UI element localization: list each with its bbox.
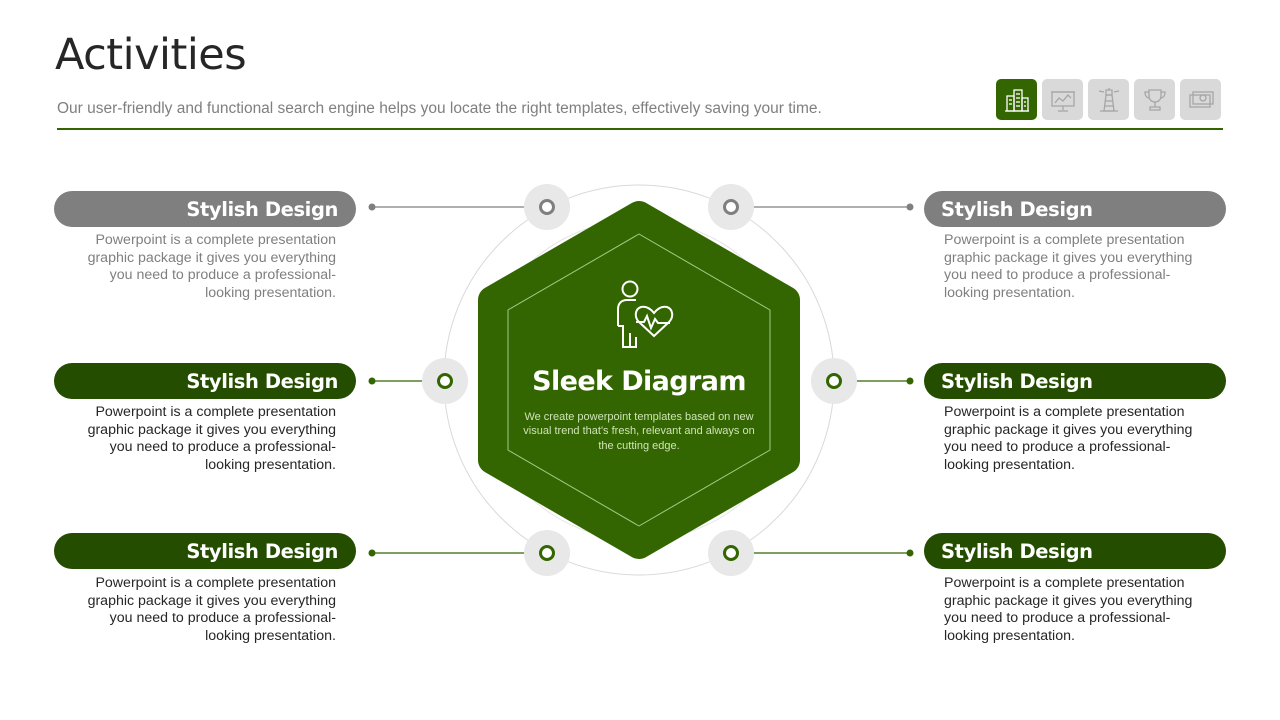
presentation-board-icon-button[interactable] — [1042, 79, 1083, 120]
item-description: Powerpoint is a complete presentation gr… — [944, 404, 1193, 474]
money-icon-button[interactable] — [1180, 79, 1221, 120]
connector-dot — [906, 203, 914, 211]
person-heart-icon — [617, 280, 674, 348]
item-description: Powerpoint is a complete presentation gr… — [87, 404, 336, 474]
item-title-pill: Stylish Design — [54, 533, 356, 569]
trophy-icon — [1143, 88, 1166, 111]
item-title-pill: Stylish Design — [924, 191, 1226, 227]
presentation-board-icon — [1050, 90, 1075, 112]
item-title-pill: Stylish Design — [924, 533, 1226, 569]
building-icon-button[interactable] — [996, 79, 1037, 120]
center-title: Sleek Diagram — [532, 366, 746, 397]
item-description: Powerpoint is a complete presentation gr… — [944, 575, 1193, 645]
center-hexagon-inner-border — [507, 233, 771, 527]
page-subtitle: Our user-friendly and functional search … — [57, 100, 822, 117]
item-title-pill: Stylish Design — [54, 363, 356, 399]
item-description: Powerpoint is a complete presentation gr… — [87, 575, 336, 645]
lighthouse-icon — [1098, 87, 1119, 112]
building-icon — [1004, 88, 1029, 112]
connector-dot — [368, 377, 376, 385]
node-marker — [524, 184, 570, 230]
connector-dot — [906, 549, 914, 557]
money-icon — [1188, 90, 1214, 108]
center-description: We create powerpoint templates based on … — [523, 411, 755, 452]
node-marker — [422, 358, 468, 404]
connector-dot — [368, 203, 376, 211]
item-description: Powerpoint is a complete presentation gr… — [87, 232, 336, 302]
node-marker — [524, 530, 570, 576]
connector-dot — [906, 377, 914, 385]
item-title-pill: Stylish Design — [924, 363, 1226, 399]
node-marker — [811, 358, 857, 404]
lighthouse-icon-button[interactable] — [1088, 79, 1129, 120]
node-marker — [708, 184, 754, 230]
connector-dot — [368, 549, 376, 557]
item-title-pill: Stylish Design — [54, 191, 356, 227]
icon-toolbar — [996, 79, 1221, 120]
center-hexagon — [478, 201, 800, 559]
trophy-icon-button[interactable] — [1134, 79, 1175, 120]
header-divider — [57, 128, 1223, 130]
node-marker — [708, 530, 754, 576]
item-description: Powerpoint is a complete presentation gr… — [944, 232, 1193, 302]
page-title: Activities — [55, 30, 247, 80]
